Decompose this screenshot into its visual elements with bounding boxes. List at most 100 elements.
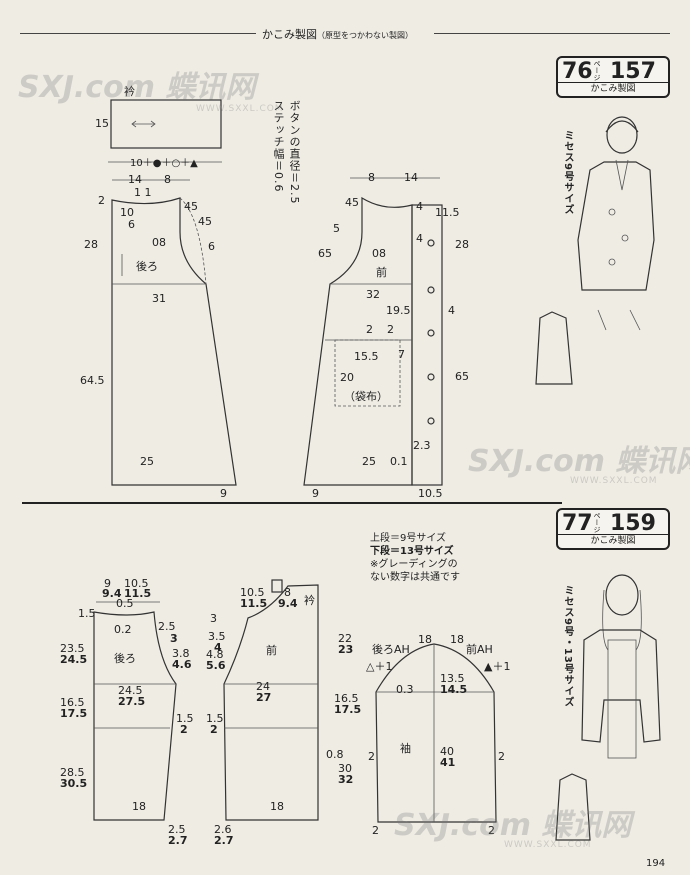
pocket-label-76: （袋布） (344, 389, 388, 403)
collar-piece-76: 15 10＋●＋○＋▲ (95, 99, 222, 169)
svg-text:28: 28 (84, 238, 98, 251)
button-note: ボタンの直径＝2.5 ステッチ幅＝0.6 (272, 100, 301, 205)
watermark-url: WWW.SXXL.COM (196, 104, 284, 114)
svg-text:18: 18 (132, 800, 146, 813)
svg-text:17.5: 17.5 (60, 707, 87, 720)
svg-text:2.5: 2.5 (168, 823, 186, 836)
back-label-76: 後ろ (136, 259, 158, 273)
page-number: 194 (646, 858, 666, 869)
svg-text:9: 9 (312, 487, 319, 500)
svg-text:8: 8 (368, 171, 375, 184)
svg-text:0.5: 0.5 (116, 597, 134, 610)
svg-text:7: 7 (398, 348, 405, 361)
watermark-url: WWW.SXXL.COM (504, 840, 592, 850)
svg-text:9.4: 9.4 (278, 597, 298, 610)
svg-text:14: 14 (404, 171, 418, 184)
svg-text:4: 4 (416, 200, 423, 213)
back-bodice-76: 14 8 2 1 1 10 6 45 45 08 6 28 31 64.5 25… (80, 173, 237, 500)
svg-text:27.5: 27.5 (118, 695, 145, 708)
svg-text:25: 25 (140, 455, 154, 468)
model-illustration-76 (535, 116, 655, 385)
badge-page-label: ページ (593, 512, 601, 533)
svg-text:27: 27 (256, 691, 271, 704)
svg-text:24.5: 24.5 (118, 684, 143, 697)
svg-text:1 1: 1 1 (134, 186, 152, 199)
svg-text:2: 2 (210, 723, 218, 736)
size-label-76: ミセス9号サイズ (562, 130, 573, 215)
header-rule-left (20, 33, 256, 34)
svg-text:11.5: 11.5 (240, 597, 267, 610)
front-label-77: 前 (266, 643, 277, 657)
svg-text:4: 4 (214, 641, 222, 654)
svg-text:▲＋1: ▲＋1 (484, 660, 510, 673)
svg-text:45: 45 (345, 196, 359, 209)
watermark-text: SXJ.com 蝶讯网 (468, 444, 690, 479)
svg-text:3.5: 3.5 (208, 630, 226, 643)
watermark-url: WWW.SXXL.COM (570, 476, 658, 486)
svg-text:14: 14 (128, 173, 142, 186)
svg-text:3: 3 (210, 612, 217, 625)
svg-text:1.5: 1.5 (206, 712, 224, 725)
svg-text:10.5: 10.5 (240, 586, 265, 599)
badge-page-number: 159 (610, 511, 656, 536)
svg-text:1.5: 1.5 (176, 712, 194, 725)
svg-text:19.5: 19.5 (386, 304, 411, 317)
svg-text:65: 65 (455, 370, 469, 383)
svg-text:0.8: 0.8 (326, 748, 344, 761)
svg-text:28.5: 28.5 (60, 766, 85, 779)
grading-note-size13: 下段＝13号サイズ (370, 546, 454, 557)
svg-text:08: 08 (152, 236, 166, 249)
svg-text:24: 24 (256, 680, 270, 693)
reference-badge-77: 77 ページ 159 かこみ製図 (556, 508, 670, 550)
svg-text:13.5: 13.5 (440, 672, 465, 685)
svg-text:3.8: 3.8 (172, 647, 190, 660)
badge-page-label: ページ (593, 60, 601, 81)
svg-text:2: 2 (180, 723, 188, 736)
svg-text:2.6: 2.6 (214, 823, 232, 836)
front-armhole-label: 前AH (466, 642, 493, 656)
svg-text:18: 18 (270, 800, 284, 813)
svg-text:8: 8 (164, 173, 171, 186)
svg-text:2.5: 2.5 (158, 620, 176, 633)
svg-text:28: 28 (455, 238, 469, 251)
svg-text:2: 2 (366, 323, 373, 336)
svg-text:0.2: 0.2 (114, 623, 132, 636)
svg-text:15.5: 15.5 (354, 350, 379, 363)
svg-text:3: 3 (170, 632, 178, 645)
badge-item-number: 76 (562, 59, 593, 84)
svg-text:0.1: 0.1 (390, 455, 408, 468)
back-armhole-label: 後ろAH (372, 642, 410, 656)
svg-text:31: 31 (152, 292, 166, 305)
svg-text:9: 9 (220, 487, 227, 500)
svg-text:23.5: 23.5 (60, 642, 85, 655)
badge-subtitle: かこみ製図 (558, 82, 668, 96)
svg-text:2.7: 2.7 (168, 834, 188, 847)
svg-text:11.5: 11.5 (124, 587, 151, 600)
svg-text:11.5: 11.5 (435, 206, 460, 219)
svg-text:5.6: 5.6 (206, 659, 226, 672)
svg-text:2.3: 2.3 (413, 439, 431, 452)
front-label-76: 前 (376, 265, 387, 279)
svg-text:30.5: 30.5 (60, 777, 87, 790)
svg-text:5: 5 (333, 222, 340, 235)
collar-label-77: 衿 (304, 593, 315, 607)
svg-text:14.5: 14.5 (440, 683, 467, 696)
svg-text:6: 6 (208, 240, 215, 253)
svg-text:2.7: 2.7 (214, 834, 234, 847)
svg-text:15: 15 (95, 117, 109, 130)
svg-text:4: 4 (448, 304, 455, 317)
svg-text:32: 32 (338, 773, 353, 786)
svg-text:2: 2 (498, 750, 505, 763)
svg-text:8: 8 (284, 586, 291, 599)
svg-text:9.4: 9.4 (102, 587, 122, 600)
svg-text:4: 4 (416, 232, 423, 245)
grading-notes: 上段＝9号サイズ 下段＝13号サイズ ※グレーディングの ない数字は共通です (370, 532, 460, 584)
svg-text:45: 45 (198, 215, 212, 228)
front-bodice-77: 8 10.5 11.5 9.4 衿 3 3.5 4 4.8 5.6 22 23 … (206, 579, 361, 847)
svg-text:0.3: 0.3 (396, 683, 414, 696)
watermark-text: SXJ.com 蝶讯网 (18, 70, 256, 105)
header-rule-right (434, 33, 670, 34)
svg-text:2: 2 (372, 824, 379, 837)
svg-text:08: 08 (372, 247, 386, 260)
